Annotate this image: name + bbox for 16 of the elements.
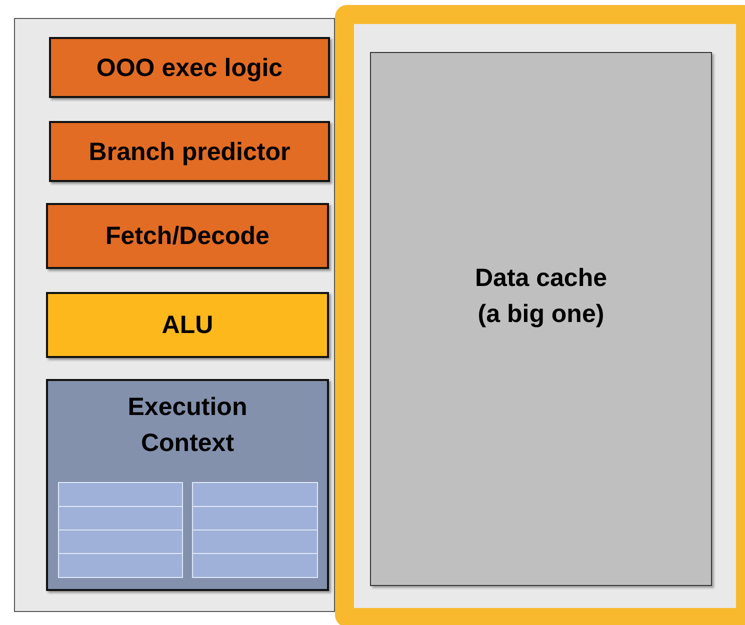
unit-box — [49, 37, 330, 98]
core-box — [14, 18, 335, 612]
unit-label: OOO exec logic — [95, 52, 284, 84]
unit-label: ALU — [160, 310, 214, 341]
unit-label: Execution Context — [126, 392, 248, 459]
unit-box — [49, 121, 330, 182]
register-block — [192, 482, 318, 578]
context-box — [46, 379, 329, 591]
alu-box — [46, 292, 329, 358]
unit-label: Fetch/Decode — [104, 221, 270, 252]
register-block — [58, 482, 183, 578]
highlight-frame — [335, 5, 745, 625]
unit-label: Data cache (a big one) — [474, 263, 608, 330]
unit-label: Branch predictor — [88, 136, 292, 168]
unit-box — [46, 203, 329, 269]
cache-box — [370, 52, 712, 586]
